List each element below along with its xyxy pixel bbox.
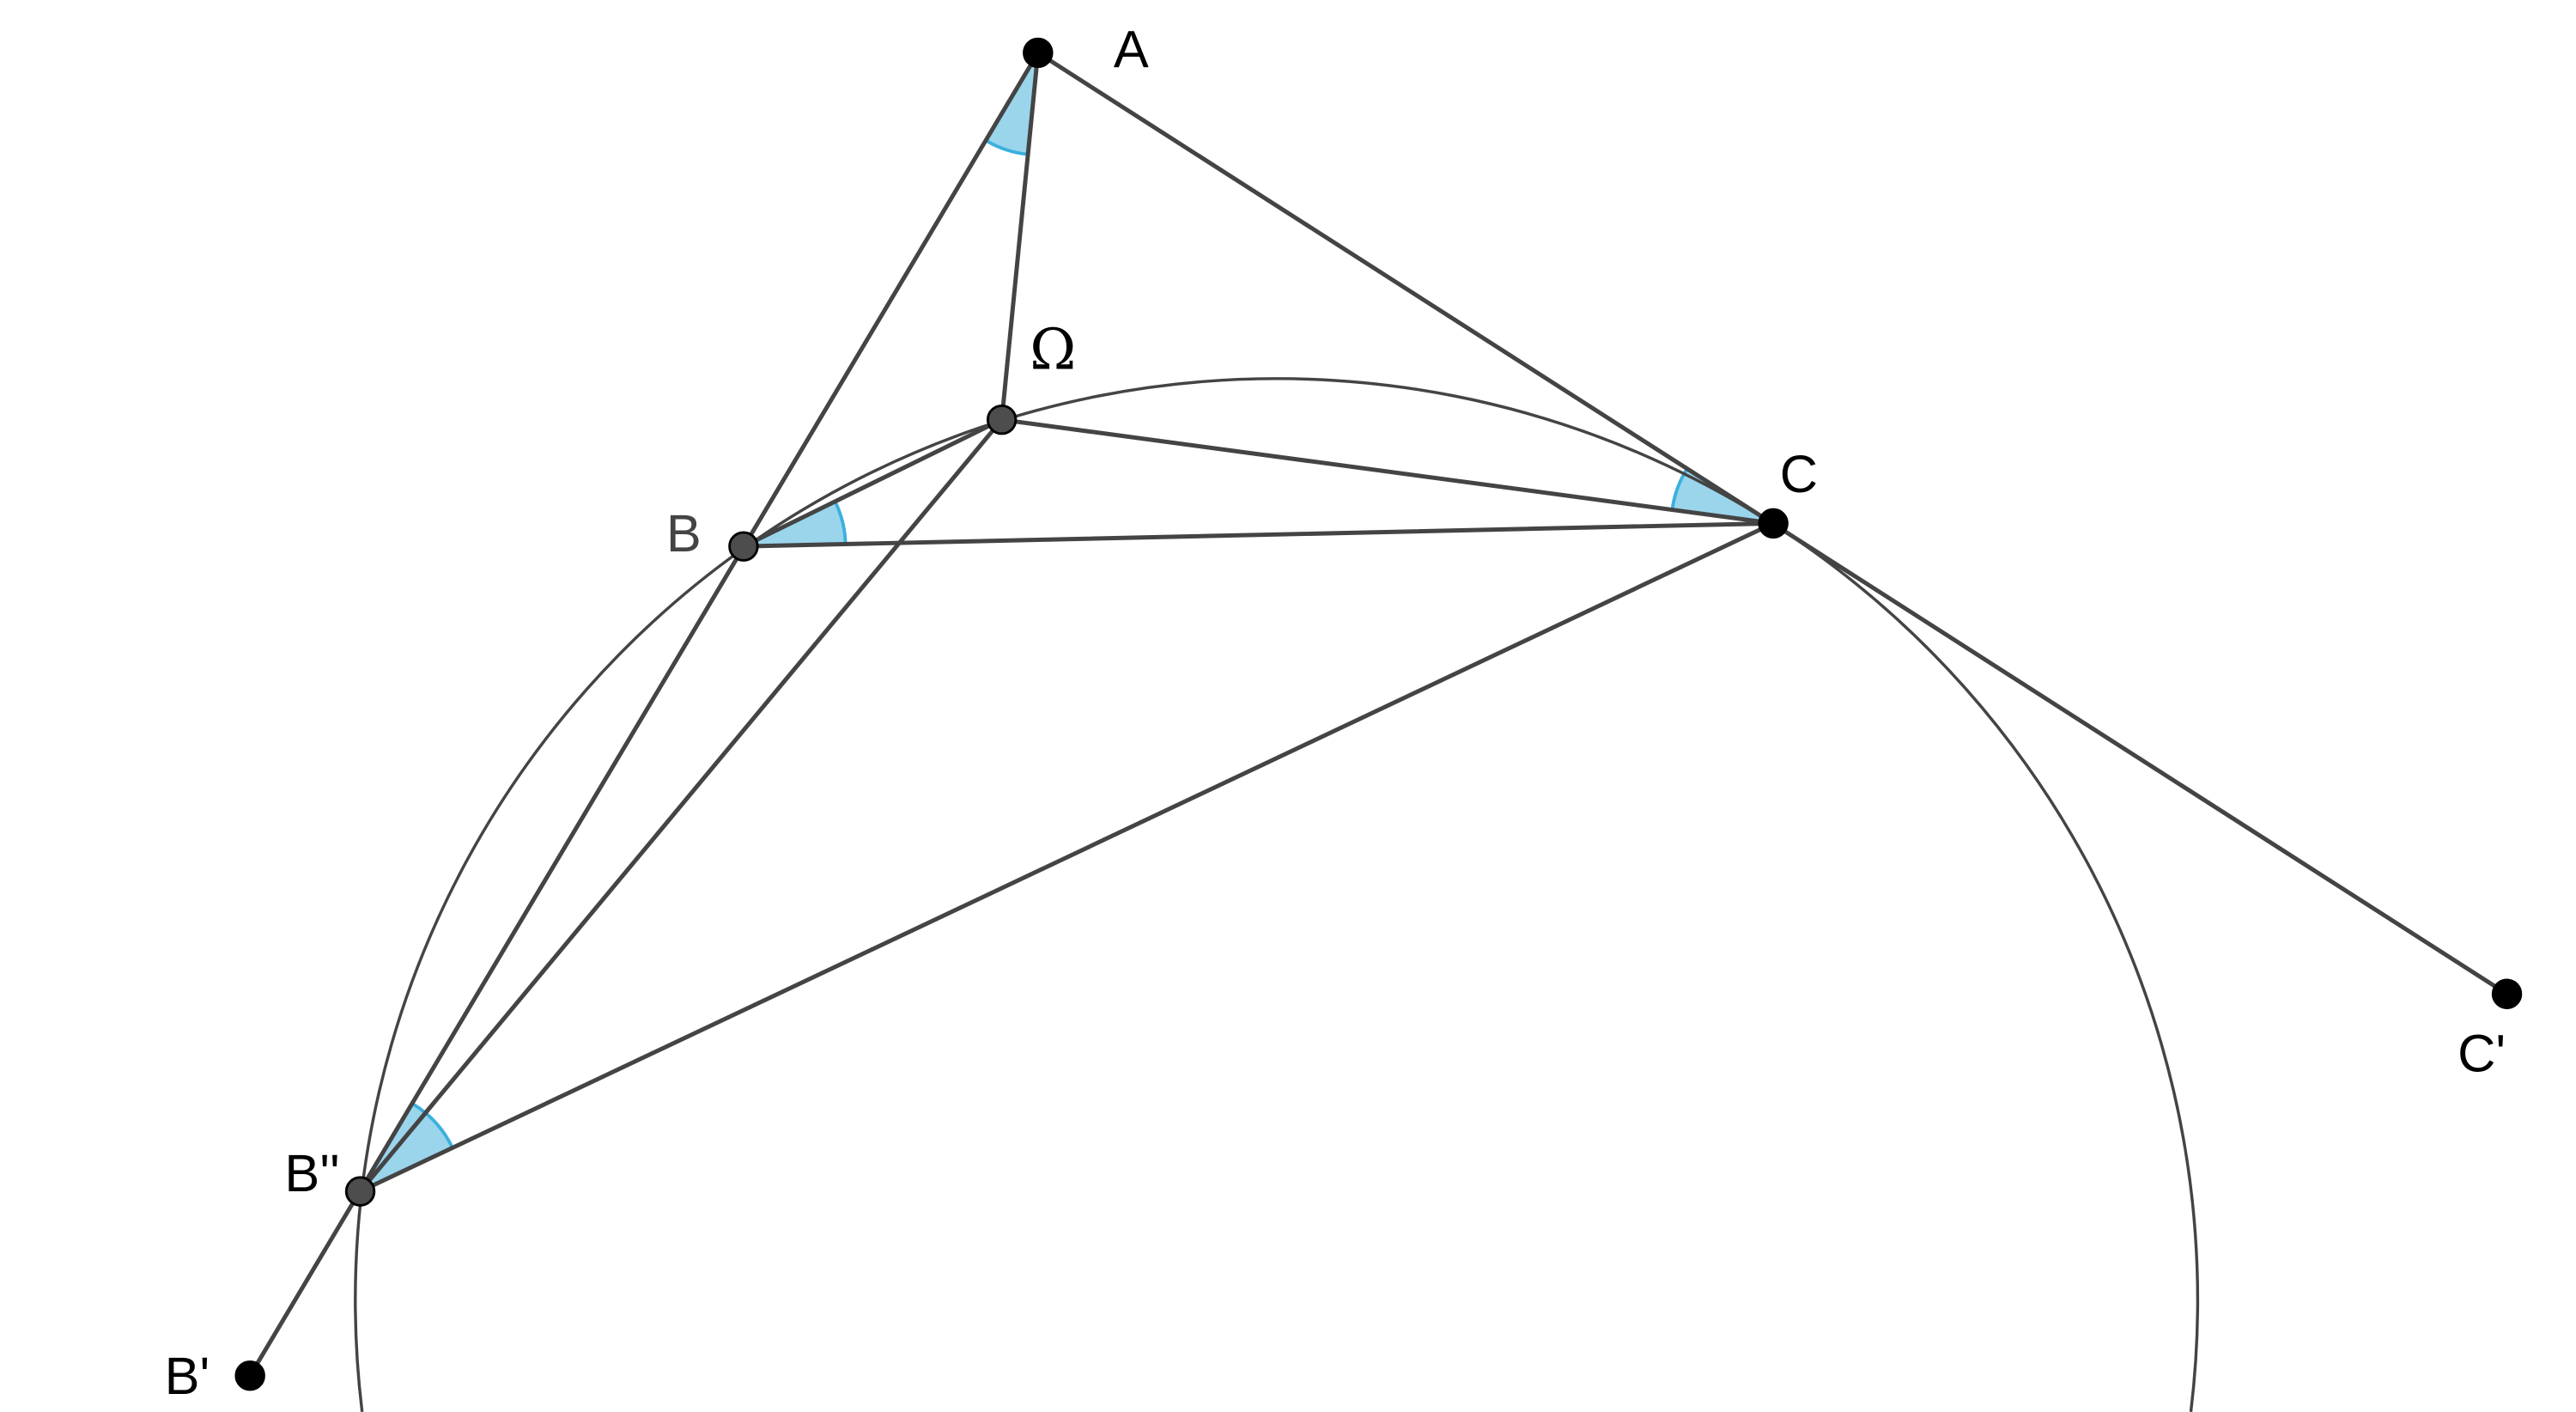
segments <box>247 50 2510 1379</box>
point-B[interactable] <box>728 531 759 562</box>
circumcircle <box>354 377 2200 1412</box>
segment-B-O <box>741 417 1005 549</box>
segment-A-O <box>999 50 1041 423</box>
label-omega: Ω <box>1030 318 1076 382</box>
segment-O-Bpp <box>358 417 1005 1194</box>
label-C: C <box>1780 445 1818 503</box>
angle-mark-B-double-prime-arc <box>411 1102 454 1149</box>
point-O[interactable] <box>986 404 1018 435</box>
angle-mark-A-arc <box>984 138 1029 156</box>
segment-B-C <box>741 520 1776 549</box>
segment-Bpp-C <box>358 520 1776 1194</box>
point-Bpp[interactable] <box>344 1176 376 1207</box>
label-B-prime: B' <box>165 1347 210 1405</box>
point-Bp[interactable] <box>234 1360 265 1391</box>
point-A[interactable] <box>1023 37 1054 69</box>
label-A: A <box>1114 21 1149 79</box>
label-C-prime: C' <box>2458 1024 2506 1082</box>
segment-A-Bp <box>247 50 1041 1379</box>
angle-mark-B-arc <box>833 501 848 545</box>
points <box>234 37 2523 1391</box>
label-B-double-prime: B'' <box>284 1144 339 1202</box>
point-Cp[interactable] <box>2491 978 2523 1009</box>
point-C[interactable] <box>1758 508 1789 539</box>
label-B: B <box>666 504 702 563</box>
segment-O-C <box>999 417 1776 526</box>
angle-mark-B-double-prime-fill <box>360 1104 453 1192</box>
